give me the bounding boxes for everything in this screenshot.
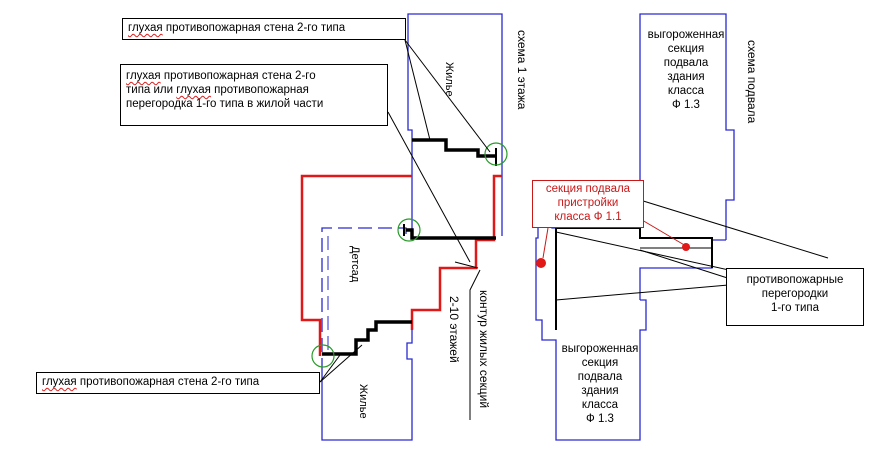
leader-line [454, 261, 479, 269]
label-line: Ф 1.3 [586, 413, 614, 425]
callout-text: противопожарная [210, 84, 309, 96]
label-line: Ф 1.3 [672, 99, 700, 111]
callout-text: глухая [128, 22, 163, 34]
label-line: противопожарные [746, 274, 844, 286]
leader-line [387, 111, 471, 263]
label-line: класса Ф 1.1 [554, 211, 622, 223]
leader-line [555, 283, 741, 301]
callout-text: противопожарная стена 2-го типа [76, 376, 260, 388]
label-line: выгороженная [647, 29, 725, 41]
section-contour-red [300, 174, 412, 356]
residential-block-outline-bottom [321, 330, 413, 441]
callout-fire-wall-or-partition: глухая противопожарная стена 2-го типа и… [120, 64, 388, 126]
scheme-basement-label: схема подвала [745, 40, 759, 124]
kontur-leader [469, 269, 481, 420]
callout-fire-partitions: противопожарные перегородки 1-го типа [726, 268, 864, 326]
leader-line [404, 39, 491, 153]
residential-block-outline-top [407, 13, 503, 236]
kindergarten-outline-dashed [321, 227, 407, 372]
junction-marker [397, 218, 421, 242]
red-dot-marker [536, 258, 546, 268]
label-line: выгороженная [561, 343, 639, 355]
callout-text: перегородка 1-го типа в жилой части [126, 98, 324, 110]
label-line: класса [581, 399, 619, 411]
label-line: здания [667, 71, 705, 83]
section-label-top: выгороженная секция подвала здания класс… [644, 28, 728, 112]
section-contour-red-right [410, 174, 502, 330]
callout-text: глухая [176, 84, 211, 96]
leader-line [319, 354, 341, 383]
red-leader [641, 219, 687, 247]
callout-fire-wall-bottom: глухая противопожарная стена 2-го типа [36, 372, 320, 394]
leader-line [639, 199, 829, 259]
basement-outline-top [639, 13, 735, 240]
label-line: здания [581, 385, 619, 397]
label-line: подвала [577, 371, 623, 383]
callout-text: глухая [126, 70, 161, 82]
label-line: подвала [663, 57, 709, 69]
zhile-bottom-label: Жилье [357, 384, 369, 419]
red-leader [542, 227, 549, 259]
zhile-top-label: Жилье [443, 62, 455, 97]
label-line: перегородки [761, 288, 829, 300]
fire-partition-basement [555, 227, 713, 330]
label-line: секция [667, 43, 705, 55]
callout-text: противопожарная стена 2-го [160, 70, 316, 82]
callout-text: противопожарная стена 2-го типа [162, 22, 346, 34]
fire-wall-middle [406, 228, 496, 240]
label-line: секция подвала [545, 183, 631, 195]
section-label-bottom: выгороженная секция подвала здания класс… [560, 342, 640, 426]
fire-wall-upper [412, 138, 496, 158]
junction-marker [484, 142, 508, 166]
label-line: 1-го типа [770, 302, 820, 314]
kindergarten-label: Детсад [349, 246, 361, 283]
fire-wall-lower [322, 320, 412, 356]
floors-label: 2-10 этажей [447, 296, 461, 363]
callout-fire-wall-top: глухая противопожарная стена 2-го типа [122, 18, 406, 40]
label-line: секция [581, 357, 619, 369]
leader-line [404, 39, 431, 141]
leader-line [639, 249, 741, 283]
annex-section-label: секция подвала пристройки класса Ф 1.1 [532, 180, 644, 228]
callout-text: глухая [42, 376, 77, 388]
label-line: пристройки [557, 197, 619, 209]
callout-text: типа или [126, 84, 177, 96]
leader-line [319, 344, 363, 383]
red-dot-marker [682, 243, 690, 251]
label-line: класса [667, 85, 705, 97]
kontur-label: контур жилых секций [477, 290, 491, 408]
scheme-first-floor-label: схема 1 этажа [515, 30, 529, 110]
junction-marker [311, 344, 335, 368]
